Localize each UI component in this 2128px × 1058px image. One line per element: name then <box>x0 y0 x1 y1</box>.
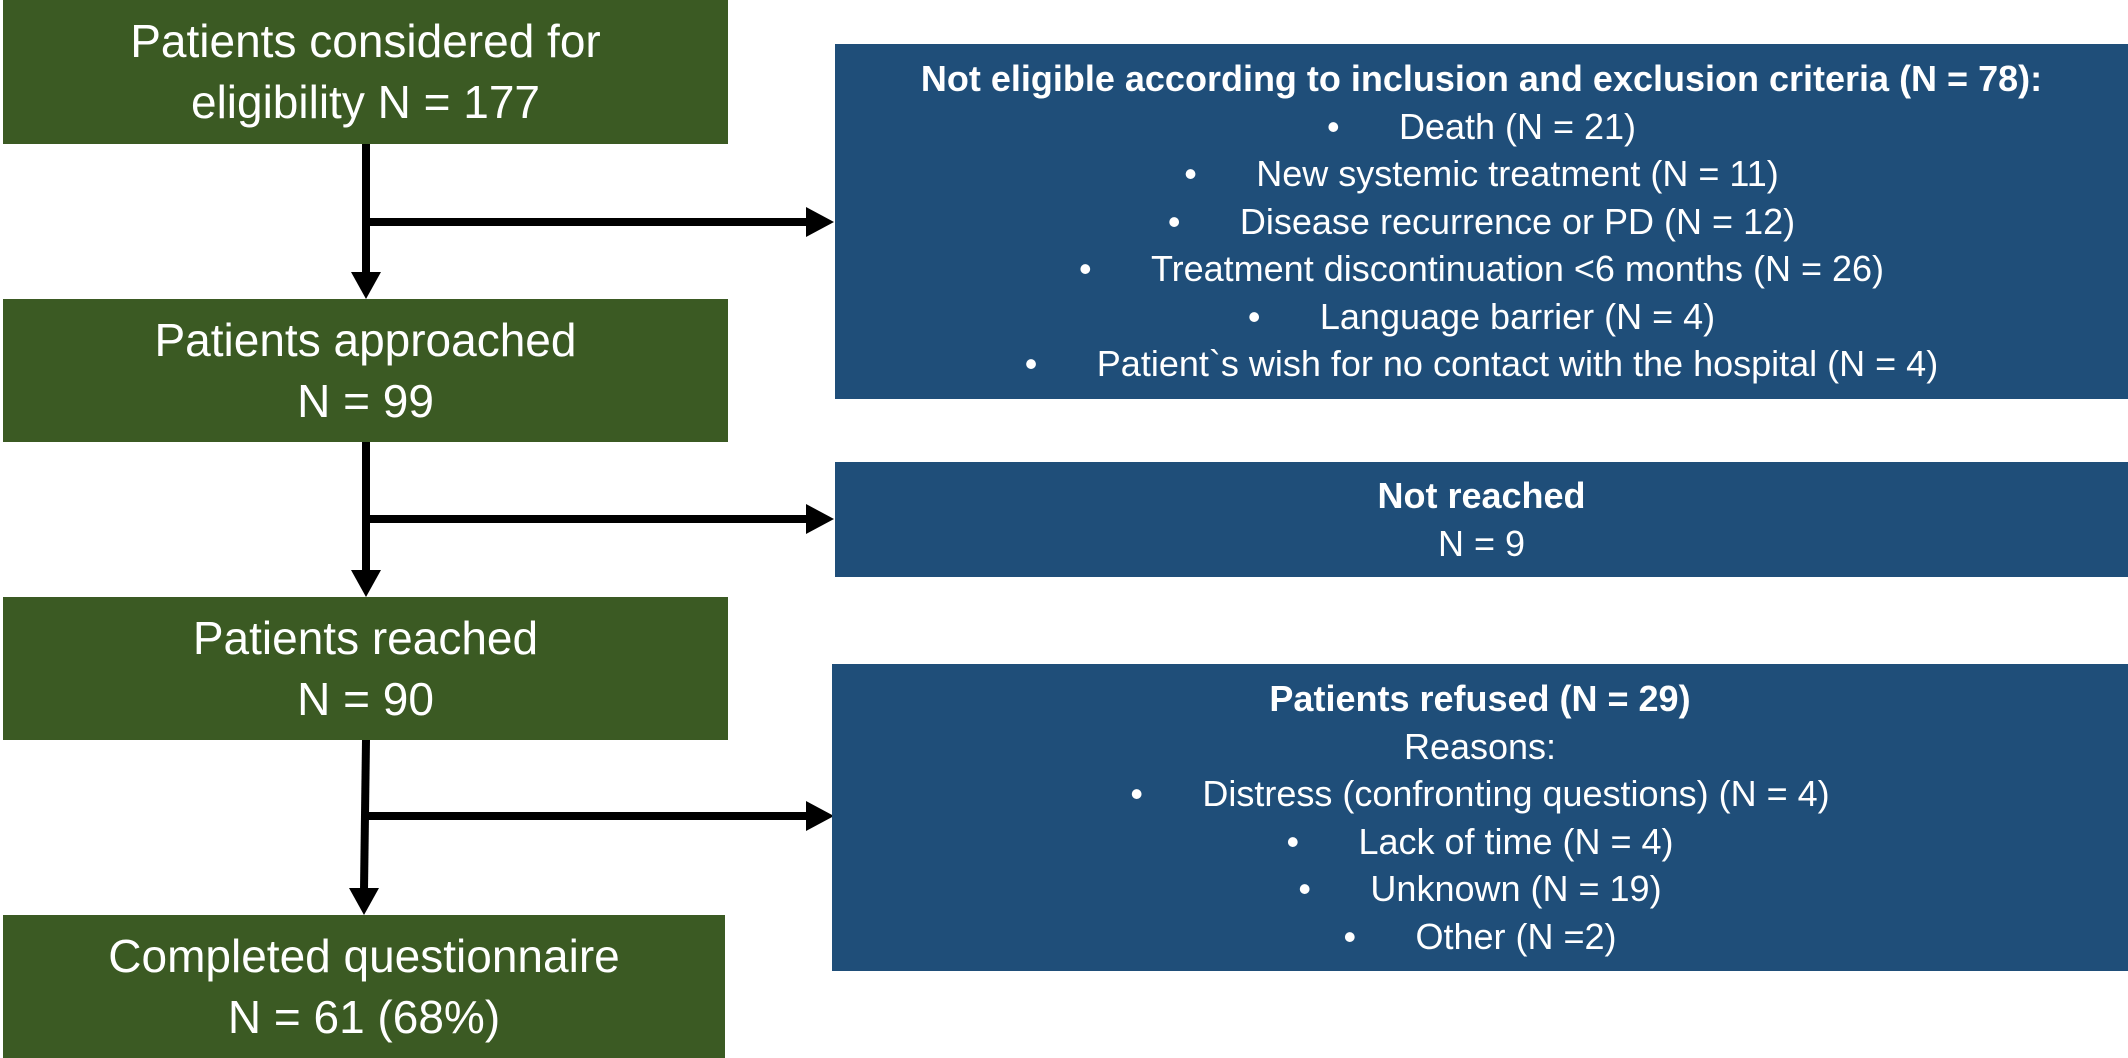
arrowhead-not-reached <box>806 504 834 534</box>
list-item: • Distress (confronting questions) (N = … <box>1130 770 1829 818</box>
arrowhead-not-eligible <box>806 207 834 237</box>
not-eligible-reason: Disease recurrence or PD (N = 12) <box>1239 200 1796 242</box>
step-reached-line1: Patients reached <box>192 611 539 664</box>
not-eligible-reason: New systemic treatment (N = 11) <box>1256 153 1779 195</box>
step-completed-box: Completed questionnaire N = 61 (68%) <box>3 915 725 1058</box>
list-item: • New systemic treatment (N = 11) <box>1184 150 1778 198</box>
list-item: • Death (N = 21) <box>1327 103 1636 151</box>
step-reached-line2: N = 90 <box>297 672 434 725</box>
list-item: • Unknown (N = 19) <box>1298 865 1661 913</box>
refused-reason: Other (N =2) <box>1415 915 1617 957</box>
bullet-icon: • <box>1298 868 1312 909</box>
refused-box: Patients refused (N = 29) Reasons: • Dis… <box>832 664 2128 971</box>
list-item: • Patient`s wish for no contact with the… <box>1025 340 1938 388</box>
not-eligible-reason: Patient`s wish for no contact with the h… <box>1096 343 1939 385</box>
not-eligible-reason: Death (N = 21) <box>1398 105 1637 147</box>
step-considered-line2: eligibility N = 177 <box>190 76 541 128</box>
arrowhead-step2 <box>351 272 381 299</box>
step-approached-box: Patients approached N = 99 <box>3 299 728 442</box>
not-eligible-title: Not eligible according to inclusion and … <box>920 58 2043 100</box>
step-considered-line1: Patients considered for <box>130 15 601 67</box>
bullet-icon: • <box>1326 105 1340 147</box>
bullet-icon: • <box>1130 773 1143 814</box>
bullet-icon: • <box>1024 343 1038 385</box>
bullet-icon: • <box>1078 248 1092 290</box>
refused-title: Patients refused (N = 29) <box>1269 678 1691 719</box>
not-eligible-box: Not eligible according to inclusion and … <box>835 44 2128 399</box>
step-approached-line1: Patients approached <box>154 313 577 366</box>
step-completed-line2: N = 61 (68%) <box>227 990 501 1043</box>
bullet-icon: • <box>1343 915 1357 957</box>
step-approached-line2: N = 99 <box>297 374 434 427</box>
arrowhead-step4 <box>349 888 379 915</box>
not-eligible-reason: Language barrier (N = 4) <box>1319 295 1716 337</box>
step-considered-box: Patients considered for eligibility N = … <box>3 0 728 144</box>
refused-reasons-label: Reasons: <box>1403 725 1557 767</box>
step-completed-line1: Completed questionnaire <box>108 929 620 982</box>
not-reached-count: N = 9 <box>1437 522 1526 564</box>
arrowhead-step3 <box>351 570 381 597</box>
list-item: • Lack of time (N = 4) <box>1286 818 1673 866</box>
step-reached-box: Patients reached N = 90 <box>3 597 728 740</box>
refused-reason: Distress (confronting questions) (N = 4) <box>1202 773 1830 814</box>
list-item: • Other (N =2) <box>1343 913 1616 961</box>
refused-reason: Unknown (N = 19) <box>1370 868 1662 909</box>
bullet-icon: • <box>1247 295 1261 337</box>
list-item: • Treatment discontinuation <6 months (N… <box>1079 245 1884 293</box>
bullet-icon: • <box>1286 820 1300 862</box>
bullet-icon: • <box>1184 153 1197 195</box>
list-item: • Disease recurrence or PD (N = 12) <box>1168 198 1795 246</box>
not-reached-title: Not reached <box>1377 475 1586 516</box>
arrow-step3-to-step4 <box>360 739 370 891</box>
bullet-icon: • <box>1167 200 1181 242</box>
not-eligible-reason: Treatment discontinuation <6 months (N =… <box>1150 248 1885 290</box>
not-reached-box: Not reached N = 9 <box>835 462 2128 577</box>
list-item: • Language barrier (N = 4) <box>1248 293 1715 341</box>
arrowhead-refused <box>806 801 834 831</box>
refused-reason: Lack of time (N = 4) <box>1358 820 1674 862</box>
